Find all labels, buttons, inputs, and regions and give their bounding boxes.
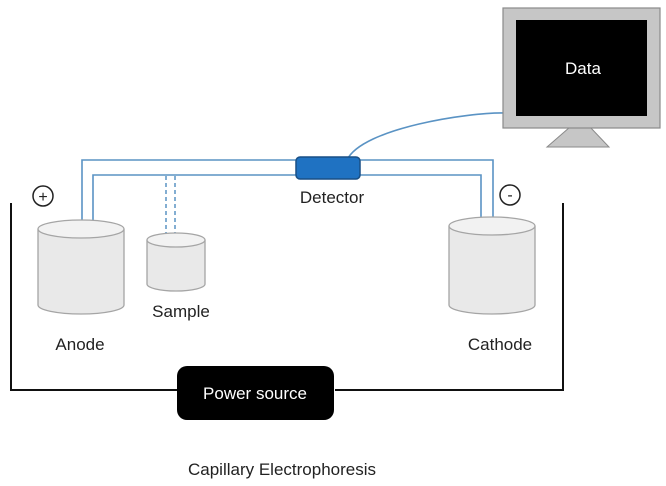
anode-polarity-symbol: + (32, 185, 54, 207)
monitor-stand (545, 126, 611, 148)
cathode-reservoir (448, 216, 536, 315)
anode-polarity-text: + (38, 189, 47, 206)
diagram-caption: Capillary Electrophoresis (188, 460, 376, 479)
sample-label: Sample (152, 302, 210, 321)
monitor-screen-text: Data (565, 59, 601, 78)
cathode-polarity-text: - (507, 187, 512, 204)
circuit-wire (10, 203, 564, 391)
power-source-box (177, 366, 334, 420)
power-source-label: Power source (203, 384, 307, 403)
cathode-label: Cathode (468, 335, 532, 354)
capillary-tube (81, 159, 494, 221)
cathode-polarity-symbol: - (499, 184, 521, 206)
sample-injection-line (165, 176, 176, 234)
detector: Detector (295, 156, 365, 207)
sample-vial (146, 232, 206, 292)
anode-label: Anode (55, 335, 104, 354)
detector-label: Detector (300, 188, 365, 207)
anode-reservoir (37, 219, 125, 315)
monitor: Data (502, 7, 661, 148)
power-source: Power source (177, 366, 334, 420)
monitor-screen (516, 20, 647, 116)
detector-box (295, 156, 361, 180)
detector-cable (346, 112, 506, 161)
